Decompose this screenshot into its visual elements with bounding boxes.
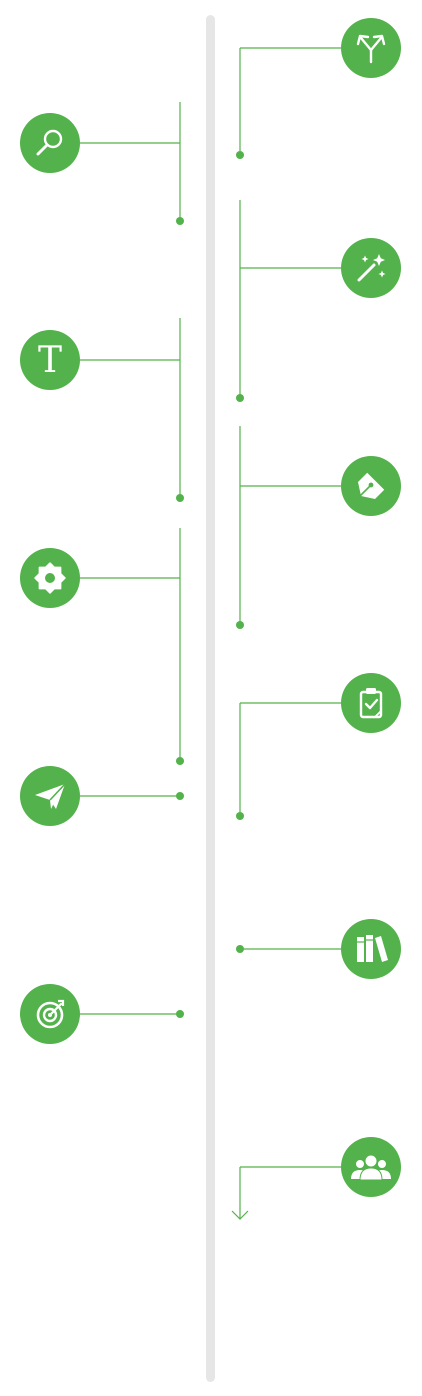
timeline-node-left: [20, 548, 80, 608]
connector-dot: [176, 494, 184, 502]
timeline-node-right: [341, 18, 401, 78]
connector-dot: [236, 945, 244, 953]
target-icon: [36, 999, 65, 1029]
books-icon: [357, 935, 388, 962]
connector-dot: [236, 151, 244, 159]
connector-dot: [236, 394, 244, 402]
node-circle: [341, 673, 401, 733]
timeline-node-right: [341, 919, 401, 979]
connector-dot: [236, 621, 244, 629]
text-type-icon: T: [38, 340, 62, 381]
timeline-spine: [206, 15, 215, 1382]
team-icon: [351, 1154, 391, 1181]
timeline-node-right: [341, 673, 401, 733]
svg-text:T: T: [38, 340, 62, 381]
paper-plane-icon: [35, 783, 66, 809]
node-circle: [341, 18, 401, 78]
connector-dot: [236, 812, 244, 820]
pen-nib-icon: [358, 468, 389, 499]
timeline-node-left: T: [20, 330, 80, 390]
gear-icon: [34, 562, 66, 594]
magic-wand-icon: [357, 254, 386, 282]
clipboard-check-icon: [359, 688, 383, 719]
timeline-node-right: [341, 456, 401, 516]
timeline-node-left: [20, 984, 80, 1044]
timeline-node-right: [341, 238, 401, 298]
timeline-node-left: [20, 113, 80, 173]
connector-dot: [176, 1010, 184, 1018]
split-arrow-icon: [356, 34, 386, 64]
timeline-node-left: [20, 766, 80, 826]
timeline-node-right: [341, 1137, 401, 1197]
connector-dot: [176, 792, 184, 800]
connector-dot: [176, 757, 184, 765]
search-icon: [36, 129, 63, 156]
connector-dot: [176, 217, 184, 225]
arrow-down-icon: [231, 1210, 249, 1220]
node-circle: [20, 330, 80, 390]
node-circle: [20, 113, 80, 173]
